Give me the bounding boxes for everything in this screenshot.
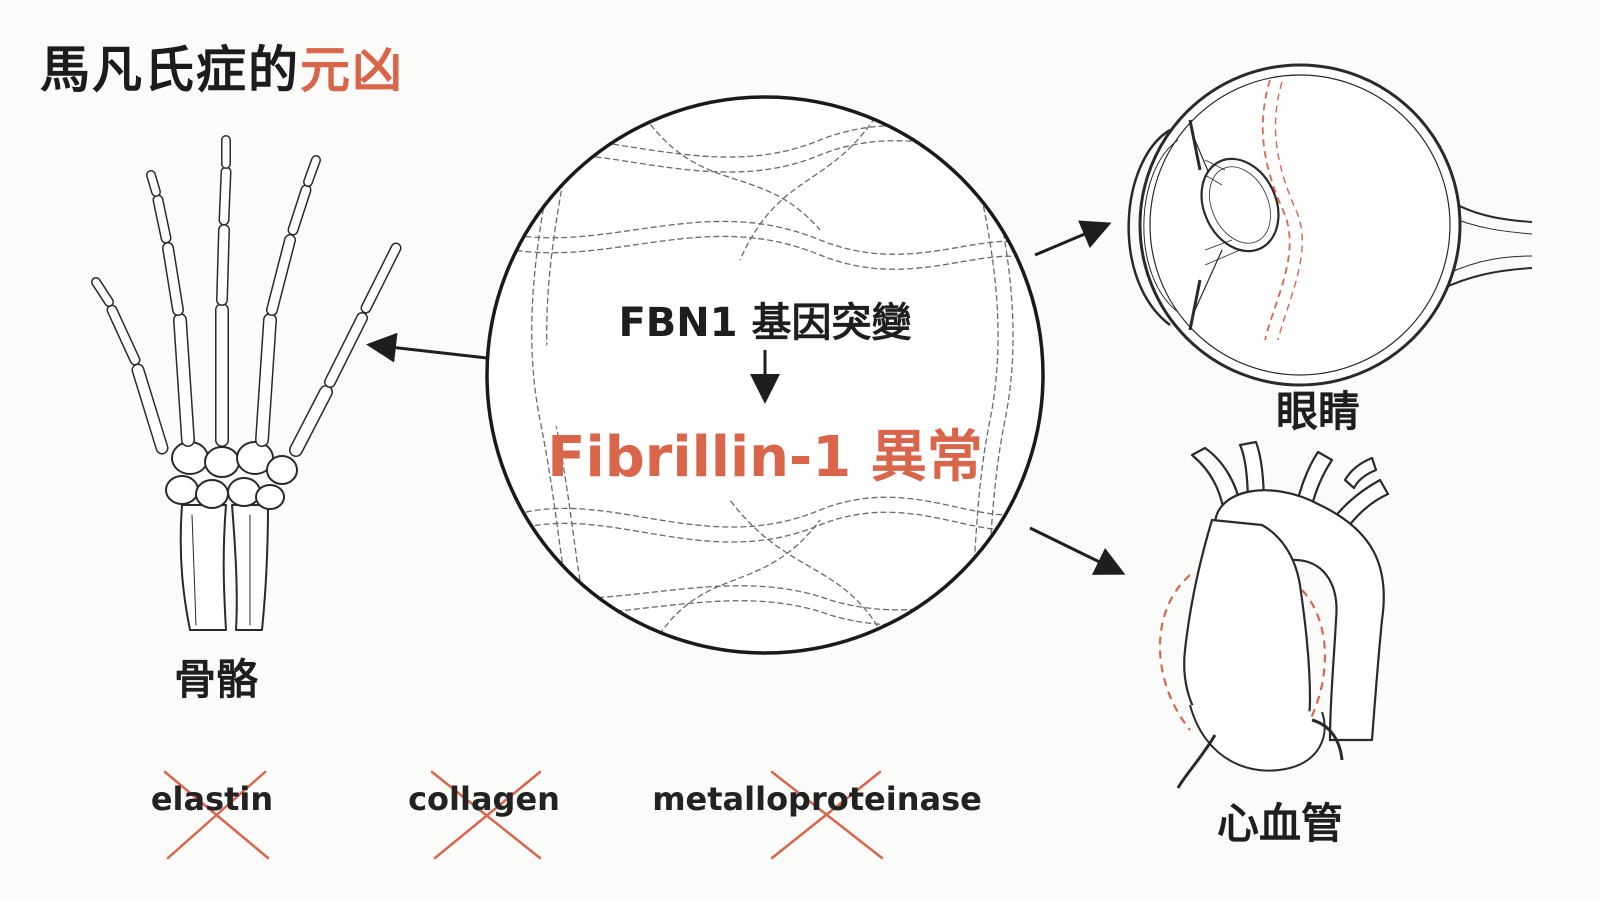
- cross-out-icon-collagen: [430, 770, 542, 860]
- gene-mutation-label: FBN1 基因突變: [618, 300, 912, 346]
- cross-out-icon-metalloproteinase: [770, 770, 884, 860]
- fibril-network-icon: [485, 95, 1045, 655]
- molecule-metalloproteinase: metalloproteinase: [652, 780, 982, 818]
- heart-aorta-icon: [1158, 440, 1390, 789]
- cross-out-icon-elastin: [163, 770, 270, 860]
- page-title: 馬凡氏症的元凶: [40, 30, 404, 102]
- title-accent: 元凶: [300, 41, 404, 99]
- molecule-collagen: collagen: [408, 780, 560, 818]
- arrow-to-eye: [1034, 220, 1112, 257]
- molecule-elastin: elastin: [150, 780, 274, 818]
- eye-anatomy-icon: [1127, 63, 1533, 387]
- hand-skeleton-icon: [91, 135, 402, 631]
- skeleton-label: 骨骼: [173, 655, 259, 704]
- protein-abnormality-label: Fibrillin-1 異常: [547, 425, 983, 490]
- eye-label: 眼睛: [1275, 387, 1361, 436]
- arrow-to-skeleton: [366, 332, 488, 363]
- cardiovascular-label: 心血管: [1216, 799, 1344, 848]
- arrow-to-heart: [1029, 526, 1126, 575]
- connector-arrows: [366, 220, 1126, 575]
- cross-out-icons: [163, 770, 884, 860]
- title-main: 馬凡氏症的: [40, 41, 300, 99]
